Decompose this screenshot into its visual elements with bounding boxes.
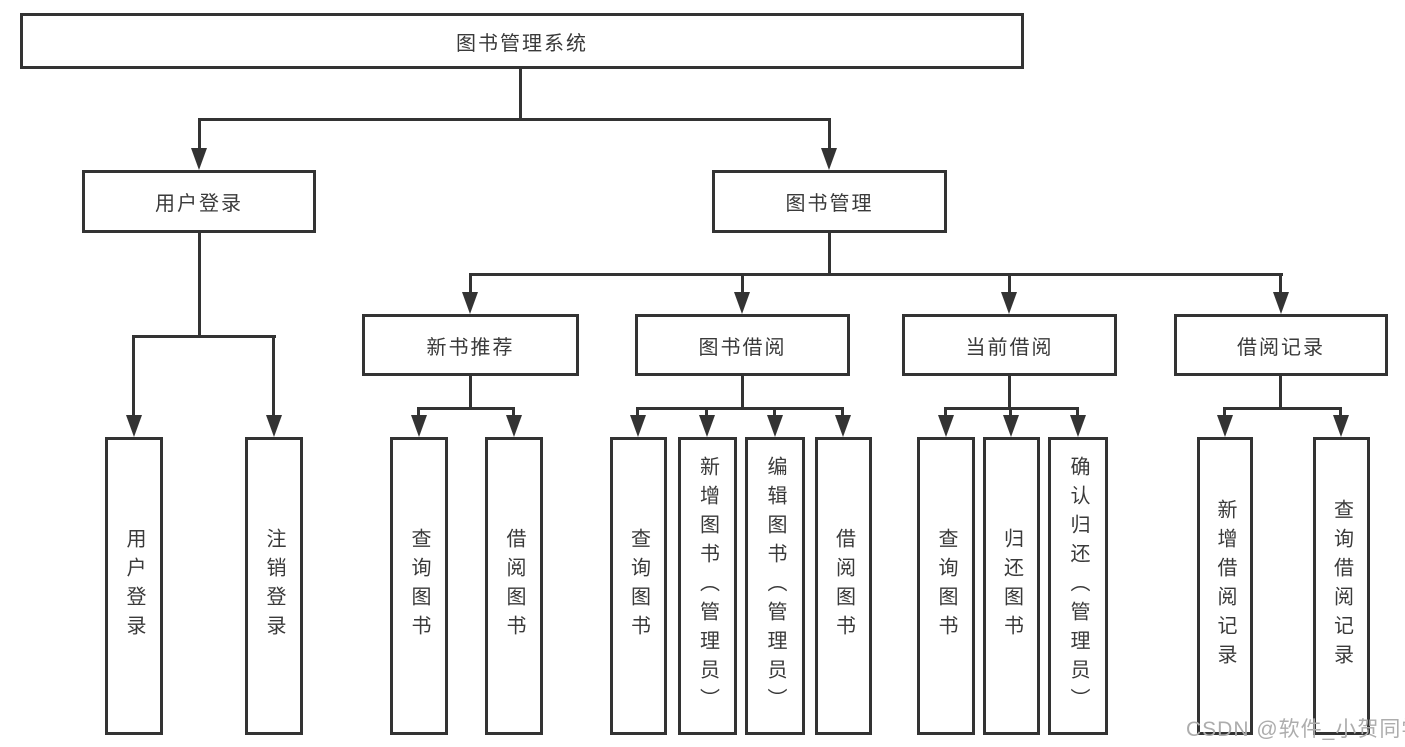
- connector-vline: [1008, 273, 1011, 296]
- node-book-borrow-label: 图书借阅: [698, 336, 787, 359]
- connector-vline: [417, 407, 420, 421]
- leaf-add-books-admin-label: 新增图书（管理员）: [696, 455, 719, 717]
- connector-vline: [512, 407, 515, 421]
- leaf-query-books-current: 查询图书: [917, 437, 975, 735]
- connector-vline: [1008, 376, 1011, 407]
- node-book-management: 图书管理: [712, 170, 947, 233]
- node-root: 图书管理系统: [20, 13, 1024, 69]
- leaf-confirm-return-admin: 确认归还（管理员）: [1048, 437, 1108, 735]
- leaf-edit-books-admin-label: 编辑图书（管理员）: [764, 455, 786, 717]
- connector-hline: [636, 407, 844, 410]
- arrow-down-icon: [1070, 415, 1086, 437]
- connector-vline: [828, 233, 831, 273]
- arrow-down-icon: [191, 148, 207, 170]
- leaf-query-books-recommend-label: 查询图书: [408, 528, 430, 644]
- connector-vline: [773, 407, 776, 421]
- watermark: CSDN @软件_小贺同学: [1186, 718, 1405, 741]
- connector-vline: [741, 273, 744, 296]
- leaf-logout: 注销登录: [245, 437, 303, 735]
- leaf-add-books-admin: 新增图书（管理员）: [678, 437, 737, 735]
- leaf-query-books-current-label: 查询图书: [935, 528, 957, 644]
- leaf-add-borrow-record-label: 新增借阅记录: [1214, 499, 1236, 673]
- node-book-management-label: 图书管理: [785, 193, 874, 215]
- connector-hline: [132, 335, 276, 338]
- connector-vline: [705, 407, 708, 421]
- leaf-borrow-books-recommend: 借阅图书: [485, 437, 543, 735]
- leaf-query-books-recommend: 查询图书: [390, 437, 448, 735]
- connector-vline: [828, 118, 831, 152]
- leaf-confirm-return-admin-label: 确认归还（管理员）: [1067, 455, 1089, 717]
- node-borrow-records: 借阅记录: [1174, 314, 1388, 376]
- arrow-down-icon: [630, 415, 646, 437]
- arrow-down-icon: [699, 415, 715, 437]
- connector-hline: [198, 118, 831, 121]
- connector-vline: [1076, 407, 1079, 421]
- leaf-query-books-borrow-label: 查询图书: [627, 528, 650, 644]
- leaf-return-books-label: 归还图书: [1000, 528, 1023, 644]
- arrow-down-icon: [506, 415, 522, 437]
- node-root-label: 图书管理系统: [456, 32, 588, 55]
- connector-vline: [944, 407, 947, 421]
- connector-vline: [636, 407, 639, 421]
- arrow-down-icon: [1333, 415, 1349, 437]
- leaf-logout-label: 注销登录: [263, 528, 285, 644]
- leaf-add-borrow-record: 新增借阅记录: [1197, 437, 1253, 735]
- connector-vline: [841, 407, 844, 421]
- connector-vline: [519, 69, 522, 118]
- leaf-return-books: 归还图书: [983, 437, 1040, 735]
- leaf-edit-books-admin: 编辑图书（管理员）: [745, 437, 805, 735]
- arrow-down-icon: [734, 292, 750, 314]
- leaf-borrow-books-recommend-label: 借阅图书: [503, 528, 525, 644]
- node-borrow-records-label: 借阅记录: [1237, 336, 1325, 359]
- arrow-down-icon: [938, 415, 954, 437]
- node-book-borrow: 图书借阅: [635, 314, 850, 376]
- connector-vline: [741, 376, 744, 407]
- connector-vline: [1339, 407, 1342, 421]
- connector-vline: [198, 233, 201, 335]
- leaf-query-borrow-record: 查询借阅记录: [1313, 437, 1370, 735]
- arrow-down-icon: [821, 148, 837, 170]
- connector-vline: [469, 273, 472, 296]
- node-user-login: 用户登录: [82, 170, 316, 233]
- arrow-down-icon: [462, 292, 478, 314]
- leaf-user-login-label: 用户登录: [123, 528, 145, 644]
- connector-vline: [272, 335, 275, 419]
- arrow-down-icon: [1217, 415, 1233, 437]
- node-new-book-recommend: 新书推荐: [362, 314, 579, 376]
- connector-vline: [1279, 376, 1282, 407]
- node-user-login-label: 用户登录: [155, 193, 243, 215]
- node-current-borrow: 当前借阅: [902, 314, 1117, 376]
- connector-hline: [1223, 407, 1342, 410]
- leaf-user-login: 用户登录: [105, 437, 163, 735]
- node-new-book-recommend-label: 新书推荐: [426, 336, 515, 359]
- arrow-down-icon: [126, 415, 142, 437]
- arrow-down-icon: [1273, 292, 1289, 314]
- connector-vline: [1009, 407, 1012, 421]
- connector-hline: [469, 273, 1283, 276]
- connector-vline: [469, 376, 472, 407]
- connector-hline: [417, 407, 515, 410]
- arrow-down-icon: [835, 415, 851, 437]
- node-current-borrow-label: 当前借阅: [965, 336, 1054, 359]
- leaf-borrow-books: 借阅图书: [815, 437, 872, 735]
- leaf-query-borrow-record-label: 查询借阅记录: [1330, 499, 1353, 673]
- connector-vline: [1279, 273, 1282, 296]
- connector-vline: [1223, 407, 1226, 421]
- leaf-query-books-borrow: 查询图书: [610, 437, 667, 735]
- arrow-down-icon: [411, 415, 427, 437]
- leaf-borrow-books-label: 借阅图书: [832, 528, 855, 644]
- arrow-down-icon: [266, 415, 282, 437]
- connector-vline: [132, 335, 135, 419]
- connector-vline: [198, 118, 201, 152]
- arrow-down-icon: [1001, 292, 1017, 314]
- arrow-down-icon: [767, 415, 783, 437]
- arrow-down-icon: [1003, 415, 1019, 437]
